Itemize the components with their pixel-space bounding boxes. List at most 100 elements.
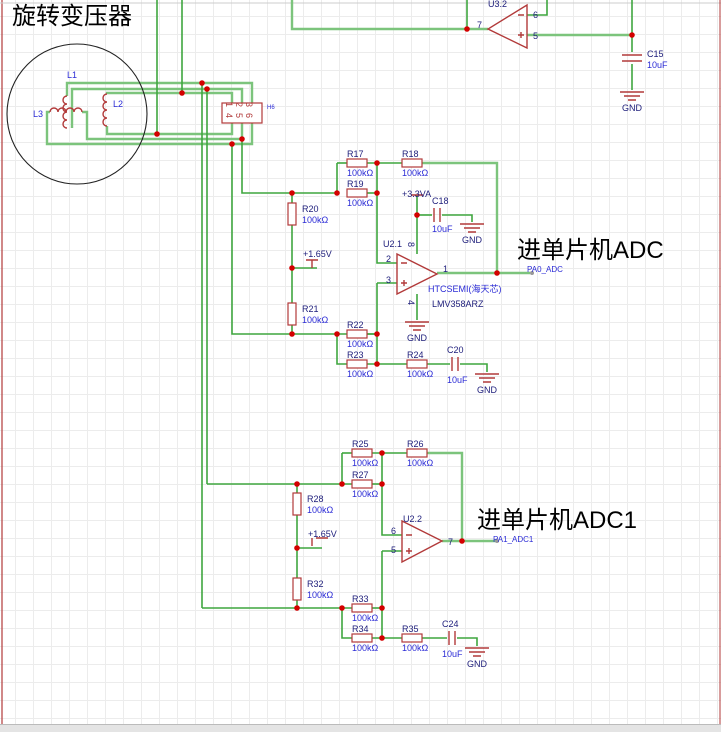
junction-dot bbox=[179, 90, 185, 96]
wire bbox=[82, 110, 244, 141]
wire bbox=[457, 637, 478, 646]
ground-icon bbox=[620, 91, 644, 101]
resistor-ref: R33 bbox=[352, 594, 369, 604]
opamp-u2-1 bbox=[396, 252, 439, 296]
resistor-value: 100kΩ bbox=[347, 198, 374, 208]
h6-pin-3: 3 bbox=[244, 102, 254, 107]
junction-dot bbox=[289, 265, 295, 271]
parts bbox=[6, 3, 644, 657]
wire bbox=[105, 91, 234, 103]
u2-2-pin-out: 7 bbox=[448, 537, 453, 547]
wire bbox=[381, 453, 402, 536]
u3-2-pin-inv: 6 bbox=[533, 10, 538, 20]
capacitor-value: 10uF bbox=[432, 224, 453, 234]
junction-dot bbox=[239, 136, 245, 142]
u2-1-ref: U2.1 bbox=[383, 239, 402, 249]
ground-icon bbox=[405, 321, 429, 331]
capacitor-ref: C18 bbox=[432, 196, 449, 206]
gnd-label: GND bbox=[467, 659, 488, 669]
resistor-ref: R19 bbox=[347, 179, 364, 189]
l2-label: L2 bbox=[113, 99, 123, 109]
wire bbox=[45, 110, 254, 146]
resistor-ref: R23 bbox=[347, 350, 364, 360]
junction-dot bbox=[334, 190, 340, 196]
u3-2-ref: U3.2 bbox=[488, 0, 507, 9]
resistor-value: 100kΩ bbox=[302, 315, 329, 325]
power-flag-icon bbox=[306, 194, 423, 546]
resistor-ref: R17 bbox=[347, 149, 364, 159]
wire bbox=[336, 334, 347, 365]
u2-2-ref: U2.2 bbox=[403, 514, 422, 524]
labels: 旋转变压器 L1 L2 L3 H6 1 2 3 4 5 6 U2.1 HTCSE… bbox=[12, 0, 668, 669]
gnd-label: GND bbox=[462, 235, 483, 245]
resistor-ref: R26 bbox=[407, 439, 424, 449]
resistor bbox=[346, 329, 368, 339]
junction-dot bbox=[199, 80, 205, 86]
resistor-value: 100kΩ bbox=[307, 505, 334, 515]
resolver-outline bbox=[6, 43, 148, 185]
bias-1v65-label-2: +1.65V bbox=[308, 529, 337, 539]
wire bbox=[105, 123, 234, 136]
resistor-value: 100kΩ bbox=[402, 643, 429, 653]
resistor bbox=[351, 448, 373, 458]
h6-pin-2: 2 bbox=[234, 102, 244, 107]
opamp-u3-2 bbox=[486, 3, 528, 50]
resistor bbox=[346, 359, 368, 369]
wire bbox=[376, 163, 397, 264]
gnd-label: GND bbox=[407, 333, 428, 343]
resistor bbox=[401, 633, 423, 643]
bias-1v65-label: +1.65V bbox=[303, 249, 332, 259]
resistor bbox=[351, 479, 373, 489]
net-port bbox=[530, 271, 534, 275]
wire bbox=[241, 139, 337, 194]
net-pa1-adc1: PA1_ADC1 bbox=[493, 535, 534, 544]
wire bbox=[427, 451, 464, 541]
capacitor-value: 10uF bbox=[647, 60, 668, 70]
junction-dot bbox=[379, 481, 385, 487]
horizontal-scrollbar[interactable] bbox=[0, 724, 721, 732]
h6-pin-5: 5 bbox=[234, 113, 244, 118]
wire bbox=[422, 161, 499, 273]
u3-2-pin-noninv: 5 bbox=[533, 31, 538, 41]
resistor-value: 100kΩ bbox=[307, 590, 334, 600]
coil-l3-icon bbox=[49, 107, 83, 113]
ground-icon bbox=[460, 223, 484, 233]
h6-pin-6: 6 bbox=[244, 113, 254, 118]
wire bbox=[231, 144, 377, 335]
h6-pin-1: 1 bbox=[224, 102, 234, 107]
capacitor-ref: C15 bbox=[647, 49, 664, 59]
junction-dot bbox=[374, 331, 380, 337]
junction-dot bbox=[464, 26, 470, 32]
resistor-ref: R32 bbox=[307, 579, 324, 589]
junction-dot bbox=[379, 635, 385, 641]
resistor-value: 100kΩ bbox=[352, 613, 379, 623]
u2-1-pin-noninv: 3 bbox=[386, 275, 391, 285]
resistor-value: 100kΩ bbox=[352, 489, 379, 499]
resistor-value: 100kΩ bbox=[347, 369, 374, 379]
resistor-ref: R24 bbox=[407, 350, 424, 360]
capacitor bbox=[451, 357, 459, 371]
page-title: 旋转变压器 bbox=[12, 3, 132, 30]
resistor-ref: R28 bbox=[307, 494, 324, 504]
u2-1-pin-vcc: 8 bbox=[406, 242, 416, 247]
h6-pin-4: 4 bbox=[224, 113, 234, 118]
wire bbox=[527, 0, 548, 16]
junction-dot bbox=[289, 190, 295, 196]
resistor-ref: R35 bbox=[402, 624, 419, 634]
wire bbox=[442, 214, 473, 222]
l1-label: L1 bbox=[67, 70, 77, 80]
ground-icon bbox=[465, 647, 489, 657]
capacitor-value: 10uF bbox=[442, 649, 463, 659]
junctions bbox=[154, 26, 635, 641]
junction-dot bbox=[294, 481, 300, 487]
resistor-value: 100kΩ bbox=[407, 458, 434, 468]
resistor-ref: R18 bbox=[402, 149, 419, 159]
resistor bbox=[287, 202, 297, 226]
junction-dot bbox=[494, 270, 500, 276]
junction-dot bbox=[204, 86, 210, 92]
junction-dot bbox=[294, 545, 300, 551]
resistor-ref: R20 bbox=[302, 204, 319, 214]
u2-1-maker: HTCSEMI(海天芯) bbox=[428, 283, 502, 294]
